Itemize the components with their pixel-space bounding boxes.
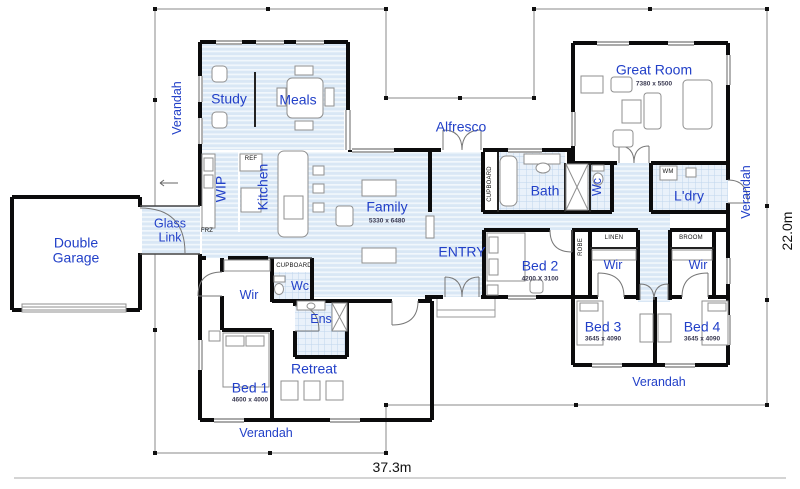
fixture-label-wm: WM [662,169,674,175]
room-label-family: Family [366,198,408,215]
room-label-garage: Double Garage [52,234,100,266]
room-label-ens: Ens [310,312,332,327]
fixture-label-frz: FRZ [200,228,214,234]
room-size-family: 5330 x 6480 [368,217,406,225]
verandah-label-right: Verandah [739,165,754,219]
room-label-wc-mid: Wc [590,177,605,197]
room-label-alfresco: Alfresco [435,118,487,135]
dimension-width: 37.3m [372,459,412,475]
thin-partitions [254,72,714,249]
verandah-label-left: Verandah [170,81,185,135]
room-label-glass-link: Glass Link [154,216,186,244]
fixture-label-cupboard-hall: CUPBOARD [487,166,493,202]
room-label-wir-bed4: Wir [688,258,708,273]
room-label-wir-bed1: Wir [239,288,259,303]
room-size-great-room: 7380 x 5500 [635,80,673,88]
glass-link-walls [140,205,312,259]
room-label-bath: Bath [530,182,560,199]
fixture-label-ref: REF [244,156,258,162]
doors [139,129,749,332]
furniture [21,65,729,401]
fixture-label-robe: ROBE [578,238,584,256]
windows [197,39,731,423]
fixture-label-linen: LINEN [604,235,624,241]
room-label-retreat: Retreat [291,360,337,377]
verandah-posts [153,7,769,455]
verandah-label-bottom-left: Verandah [239,426,293,441]
fixture-label-cupboard-bed1: CUPBOARD [276,263,312,269]
room-label-kitchen: Kitchen [254,163,271,211]
dimension-depth: 22.0m [779,211,795,251]
room-label-wc-bed1: Wc [290,279,310,294]
room-label-bed3: Bed 3 [584,318,622,335]
room-label-wir-bed2: Wir [603,258,623,273]
room-label-bed2: Bed 2 [521,257,559,274]
room-label-ldry: L'dry [674,187,704,204]
room-label-great-room: Great Room [615,61,693,78]
room-label-study: Study [211,90,247,107]
room-size-bed1: 4600 x 4000 [231,396,269,404]
room-size-bed3: 3645 x 4090 [584,335,622,343]
room-label-bed1: Bed 1 [231,379,269,396]
verandah-label-bottom-right: Verandah [632,375,686,390]
room-label-entry: ENTRY [438,243,486,260]
room-size-bed4: 3645 x 4090 [683,335,721,343]
room-size-bed2: 4200 X 3100 [521,275,559,283]
room-label-wip: WIP [212,175,229,203]
fixture-label-broom: BROOM [679,235,703,241]
room-label-bed4: Bed 4 [683,318,721,335]
room-label-meals: Meals [279,91,317,108]
